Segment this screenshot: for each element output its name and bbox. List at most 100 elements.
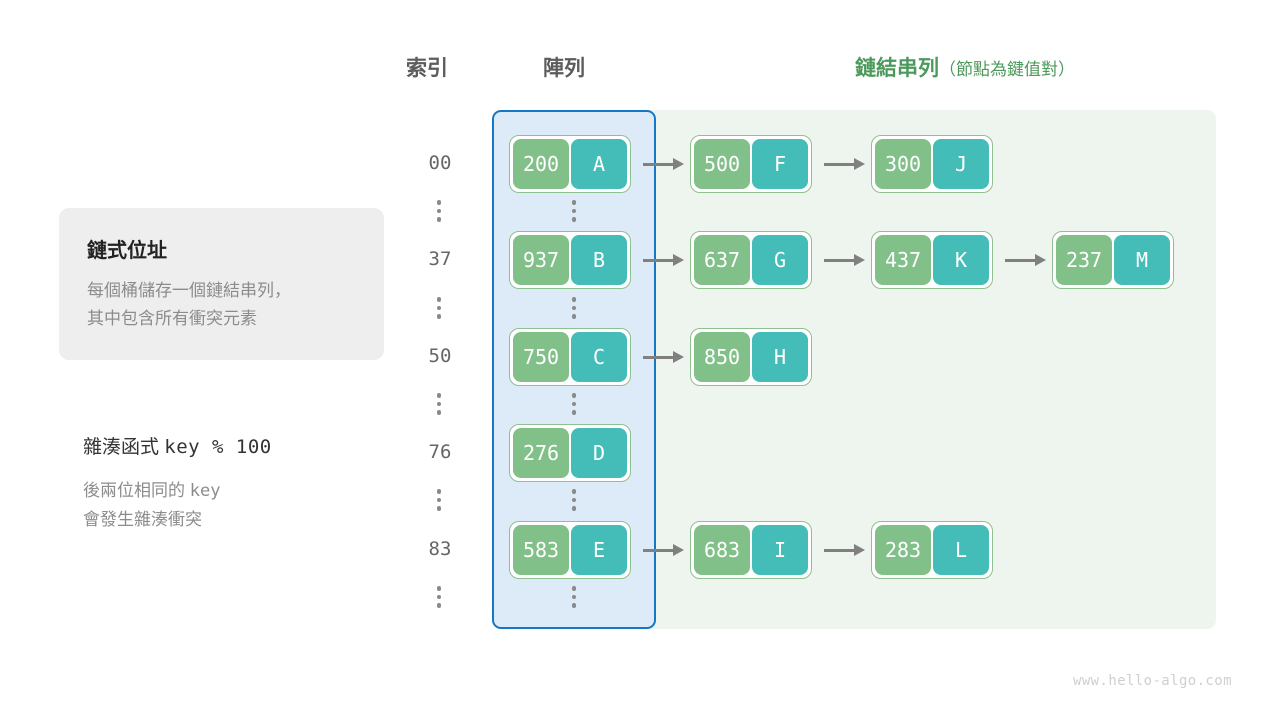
index-ellipsis: [432, 200, 446, 222]
array-ellipsis: [567, 393, 581, 415]
info-card: 鏈式位址 每個桶儲存一個鏈結串列， 其中包含所有衝突元素: [59, 208, 384, 360]
node-key: 237: [1056, 235, 1112, 285]
ellipsis-dot: [571, 594, 577, 599]
ellipsis-dot: [436, 497, 442, 502]
ellipsis-dot: [436, 217, 442, 222]
ellipsis-dot: [436, 594, 442, 599]
node-value: G: [752, 235, 808, 285]
node-value: L: [933, 525, 989, 575]
header-linked-list-title: 鏈結串列: [855, 57, 939, 80]
arrow-head: [673, 158, 684, 170]
ellipsis-dot: [436, 305, 442, 310]
arrow-shaft: [1005, 258, 1037, 262]
index-ellipsis: [432, 393, 446, 415]
node-key: 500: [694, 139, 750, 189]
node-value: K: [933, 235, 989, 285]
watermark: www.hello-algo.com: [1073, 673, 1232, 689]
node-key: 637: [694, 235, 750, 285]
arrow-head: [854, 254, 865, 266]
arrow-shaft: [824, 548, 856, 552]
hash-function-label: 雜湊函式: [83, 437, 160, 458]
info-card-body-line-1: 每個桶儲存一個鏈結串列，: [87, 281, 291, 300]
hash-description-line-1: 後兩位相同的 key: [83, 477, 413, 506]
ellipsis-dot: [571, 497, 577, 502]
next-pointer-arrow: [643, 544, 684, 556]
node-value: D: [571, 428, 627, 478]
arrow-head: [854, 158, 865, 170]
index-label: 37: [428, 248, 452, 270]
arrow-head: [673, 351, 684, 363]
node-value: I: [752, 525, 808, 575]
hash-description-line-1-text: 後兩位相同的: [83, 481, 185, 500]
ellipsis-dot: [571, 401, 577, 406]
ellipsis-dot: [436, 506, 442, 511]
ellipsis-dot: [571, 200, 577, 205]
info-card-body: 每個桶儲存一個鏈結串列， 其中包含所有衝突元素: [87, 277, 356, 332]
node-value: A: [571, 139, 627, 189]
next-pointer-arrow: [1005, 254, 1046, 266]
ellipsis-dot: [571, 217, 577, 222]
ellipsis-dot: [571, 393, 577, 398]
node-key: 937: [513, 235, 569, 285]
next-pointer-arrow: [824, 254, 865, 266]
hash-description-key-token: key: [189, 481, 221, 501]
node-value: H: [752, 332, 808, 382]
ellipsis-dot: [436, 200, 442, 205]
node-key: 300: [875, 139, 931, 189]
array-ellipsis: [567, 200, 581, 222]
ellipsis-dot: [436, 314, 442, 319]
ellipsis-dot: [571, 506, 577, 511]
index-label: 00: [428, 152, 452, 174]
header-linked-list-note: （節點為鍵值對）: [939, 60, 1075, 79]
arrow-shaft: [643, 258, 675, 262]
node-value: J: [933, 139, 989, 189]
next-pointer-arrow: [643, 158, 684, 170]
node-key: 200: [513, 139, 569, 189]
ellipsis-dot: [571, 489, 577, 494]
arrow-shaft: [824, 162, 856, 166]
next-pointer-arrow: [643, 351, 684, 363]
node-key: 283: [875, 525, 931, 575]
node-key: 683: [694, 525, 750, 575]
ellipsis-dot: [571, 603, 577, 608]
arrow-shaft: [824, 258, 856, 262]
ellipsis-dot: [436, 489, 442, 494]
arrow-head: [1035, 254, 1046, 266]
header-array: 陣列: [543, 57, 585, 80]
arrow-head: [673, 544, 684, 556]
arrow-head: [854, 544, 865, 556]
ellipsis-dot: [571, 297, 577, 302]
node-key: 437: [875, 235, 931, 285]
arrow-shaft: [643, 355, 675, 359]
ellipsis-dot: [571, 208, 577, 213]
array-ellipsis: [567, 586, 581, 608]
ellipsis-dot: [571, 410, 577, 415]
index-label: 76: [428, 441, 452, 463]
array-ellipsis: [567, 489, 581, 511]
index-ellipsis: [432, 489, 446, 511]
next-pointer-arrow: [824, 544, 865, 556]
hash-function-note: 雜湊函式 key % 100 後兩位相同的 key 會發生雜湊衝突: [83, 432, 413, 534]
hash-description-line-2: 會發生雜湊衝突: [83, 509, 202, 529]
hash-function-description: 後兩位相同的 key 會發生雜湊衝突: [83, 477, 413, 534]
ellipsis-dot: [436, 297, 442, 302]
hash-function-expression: key % 100: [164, 436, 272, 458]
arrow-head: [673, 254, 684, 266]
ellipsis-dot: [436, 586, 442, 591]
ellipsis-dot: [436, 401, 442, 406]
ellipsis-dot: [436, 603, 442, 608]
ellipsis-dot: [436, 393, 442, 398]
ellipsis-dot: [436, 208, 442, 213]
index-ellipsis: [432, 297, 446, 319]
